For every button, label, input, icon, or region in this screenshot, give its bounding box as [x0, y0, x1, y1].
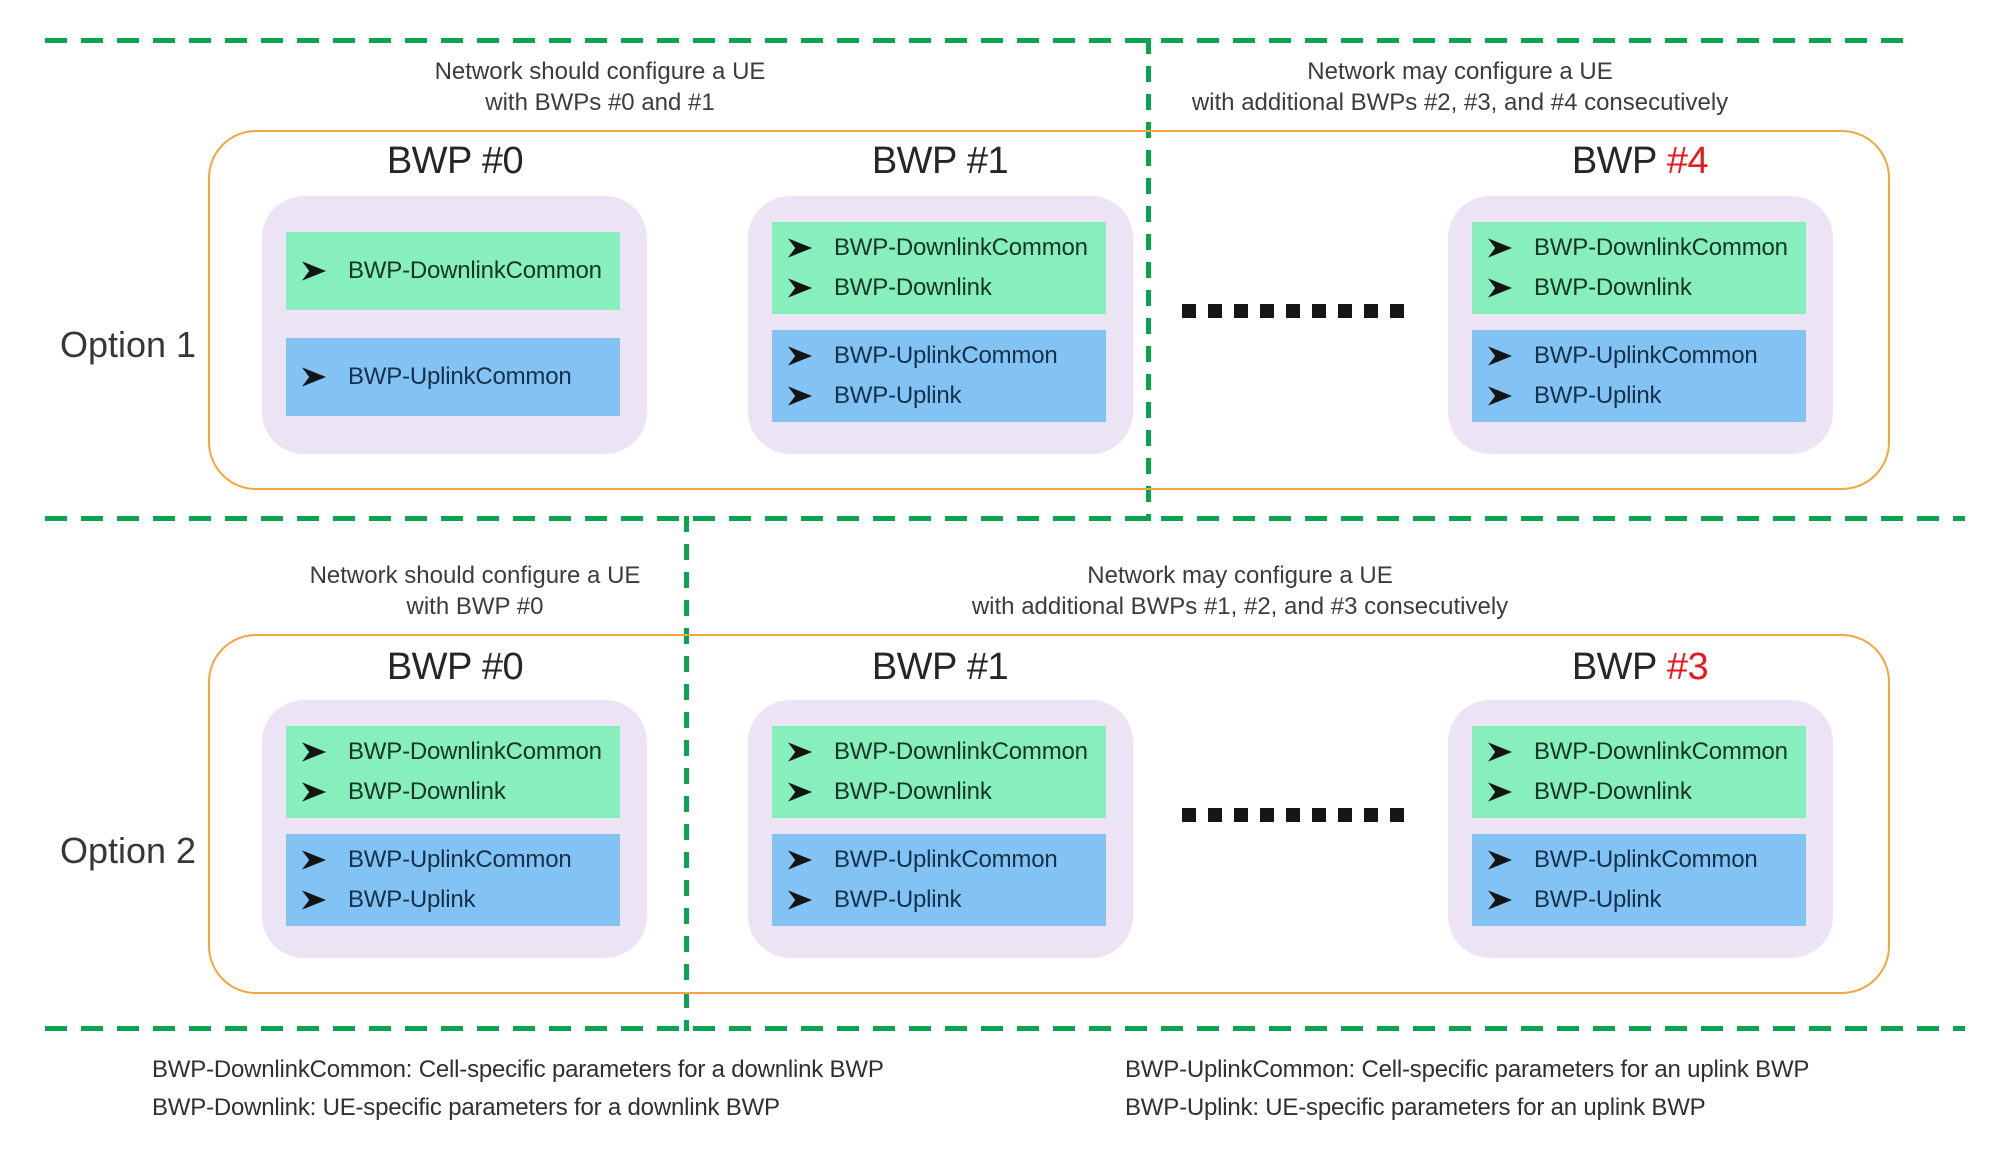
legend-uplink: BWP-Uplink: UE-specific parameters for a…	[1125, 1094, 1706, 1121]
arrow-bullet-icon	[1488, 890, 1512, 910]
option1-bwp1-title: BWP#1	[871, 140, 1009, 182]
list-item: BWP-Downlink	[1472, 274, 1806, 302]
uplink-box: BWP-UplinkCommon BWP-Uplink	[286, 834, 620, 926]
note-line: Network may configure a UE	[1307, 58, 1613, 85]
arrow-bullet-icon	[788, 782, 812, 802]
uplink-box: BWP-UplinkCommon BWP-Uplink	[772, 834, 1106, 926]
option2-label: Option 2	[59, 830, 197, 871]
option2-frame	[208, 634, 1890, 994]
list-item: BWP-Uplink	[772, 886, 1106, 914]
list-item: BWP-UplinkCommon	[1472, 342, 1806, 370]
downlink-box: BWP-DownlinkCommon BWP-Downlink	[1472, 222, 1806, 314]
downlink-box: BWP-DownlinkCommon BWP-Downlink	[772, 726, 1106, 818]
list-item: BWP-Downlink	[1472, 778, 1806, 806]
list-item: BWP-UplinkCommon	[1472, 846, 1806, 874]
note-line: Network should configure a UE	[309, 562, 641, 589]
ellipsis-dots	[1182, 808, 1404, 822]
option2-bwp3-card: BWP-DownlinkCommon BWP-Downlink BWP-Upli…	[1448, 700, 1833, 958]
list-item: BWP-DownlinkCommon	[1472, 738, 1806, 766]
option1-note-right: Network may configure a UE with addition…	[1150, 56, 1770, 118]
dashed-divider-vertical-option2	[684, 516, 689, 1031]
list-item: BWP-DownlinkCommon	[286, 738, 620, 766]
ellipsis-dots	[1182, 304, 1404, 318]
option2-note-left: Network should configure a UE with BWP #…	[150, 560, 800, 622]
arrow-bullet-icon	[302, 261, 326, 281]
list-item: BWP-UplinkCommon	[772, 342, 1106, 370]
list-item: BWP-UplinkCommon	[772, 846, 1106, 874]
list-item: BWP-DownlinkCommon	[286, 257, 620, 285]
list-item: BWP-UplinkCommon	[286, 846, 620, 874]
list-item: BWP-Downlink	[772, 274, 1106, 302]
legend-downlink: BWP-Downlink: UE-specific parameters for…	[152, 1094, 780, 1121]
arrow-bullet-icon	[788, 850, 812, 870]
option1-bwp4-card: BWP-DownlinkCommon BWP-Downlink BWP-Upli…	[1448, 196, 1833, 454]
dashed-divider-bottom	[45, 1026, 1965, 1031]
arrow-bullet-icon	[788, 278, 812, 298]
option1-bwp1-card: BWP-DownlinkCommon BWP-Downlink BWP-Upli…	[748, 196, 1133, 454]
downlink-box: BWP-DownlinkCommon	[286, 232, 620, 310]
option2-note-right: Network may configure a UE with addition…	[790, 560, 1690, 622]
note-line: with additional BWPs #2, #3, and #4 cons…	[1191, 89, 1729, 116]
note-line: Network should configure a UE	[434, 58, 766, 85]
uplink-box: BWP-UplinkCommon	[286, 338, 620, 416]
list-item: BWP-Downlink	[286, 778, 620, 806]
list-item: BWP-Uplink	[772, 382, 1106, 410]
arrow-bullet-icon	[1488, 742, 1512, 762]
option2-bwp3-title: BWP#3	[1571, 646, 1709, 688]
arrow-bullet-icon	[302, 742, 326, 762]
arrow-bullet-icon	[1488, 346, 1512, 366]
uplink-box: BWP-UplinkCommon BWP-Uplink	[1472, 330, 1806, 422]
list-item: BWP-Downlink	[772, 778, 1106, 806]
arrow-bullet-icon	[302, 367, 326, 387]
option1-bwp0-card: BWP-DownlinkCommon BWP-UplinkCommon	[262, 196, 647, 454]
list-item: BWP-Uplink	[1472, 382, 1806, 410]
note-line: with BWP #0	[406, 593, 544, 620]
option1-note-left: Network should configure a UE with BWPs …	[250, 56, 950, 118]
dashed-divider-top	[45, 38, 1910, 43]
list-item: BWP-DownlinkCommon	[1472, 234, 1806, 262]
note-line: with additional BWPs #1, #2, and #3 cons…	[971, 593, 1509, 620]
arrow-bullet-icon	[1488, 238, 1512, 258]
arrow-bullet-icon	[1488, 278, 1512, 298]
arrow-bullet-icon	[1488, 782, 1512, 802]
arrow-bullet-icon	[788, 742, 812, 762]
arrow-bullet-icon	[302, 890, 326, 910]
arrow-bullet-icon	[788, 346, 812, 366]
dashed-divider-middle	[45, 516, 1965, 521]
dashed-divider-vertical-option1	[1146, 38, 1151, 521]
list-item: BWP-UplinkCommon	[286, 363, 620, 391]
option1-frame	[208, 130, 1890, 490]
arrow-bullet-icon	[788, 238, 812, 258]
uplink-box: BWP-UplinkCommon BWP-Uplink	[1472, 834, 1806, 926]
arrow-bullet-icon	[1488, 850, 1512, 870]
legend-uplink-common: BWP-UplinkCommon: Cell-specific paramete…	[1125, 1056, 1810, 1083]
option1-label: Option 1	[59, 324, 197, 365]
list-item: BWP-DownlinkCommon	[772, 234, 1106, 262]
option2-bwp1-title: BWP#1	[871, 646, 1009, 688]
arrow-bullet-icon	[302, 850, 326, 870]
arrow-bullet-icon	[788, 890, 812, 910]
downlink-box: BWP-DownlinkCommon BWP-Downlink	[772, 222, 1106, 314]
option2-bwp0-card: BWP-DownlinkCommon BWP-Downlink BWP-Upli…	[262, 700, 647, 958]
option1-bwp0-title: BWP#0	[386, 140, 524, 182]
arrow-bullet-icon	[302, 782, 326, 802]
downlink-box: BWP-DownlinkCommon BWP-Downlink	[1472, 726, 1806, 818]
arrow-bullet-icon	[1488, 386, 1512, 406]
arrow-bullet-icon	[788, 386, 812, 406]
uplink-box: BWP-UplinkCommon BWP-Uplink	[772, 330, 1106, 422]
note-line: with BWPs #0 and #1	[485, 89, 715, 116]
list-item: BWP-Uplink	[1472, 886, 1806, 914]
option2-bwp0-title: BWP#0	[386, 646, 524, 688]
option2-bwp1-card: BWP-DownlinkCommon BWP-Downlink BWP-Upli…	[748, 700, 1133, 958]
list-item: BWP-Uplink	[286, 886, 620, 914]
option1-bwp4-title: BWP#4	[1571, 140, 1709, 182]
list-item: BWP-DownlinkCommon	[772, 738, 1106, 766]
note-line: Network may configure a UE	[1087, 562, 1393, 589]
legend-downlink-common: BWP-DownlinkCommon: Cell-specific parame…	[152, 1056, 884, 1083]
downlink-box: BWP-DownlinkCommon BWP-Downlink	[286, 726, 620, 818]
